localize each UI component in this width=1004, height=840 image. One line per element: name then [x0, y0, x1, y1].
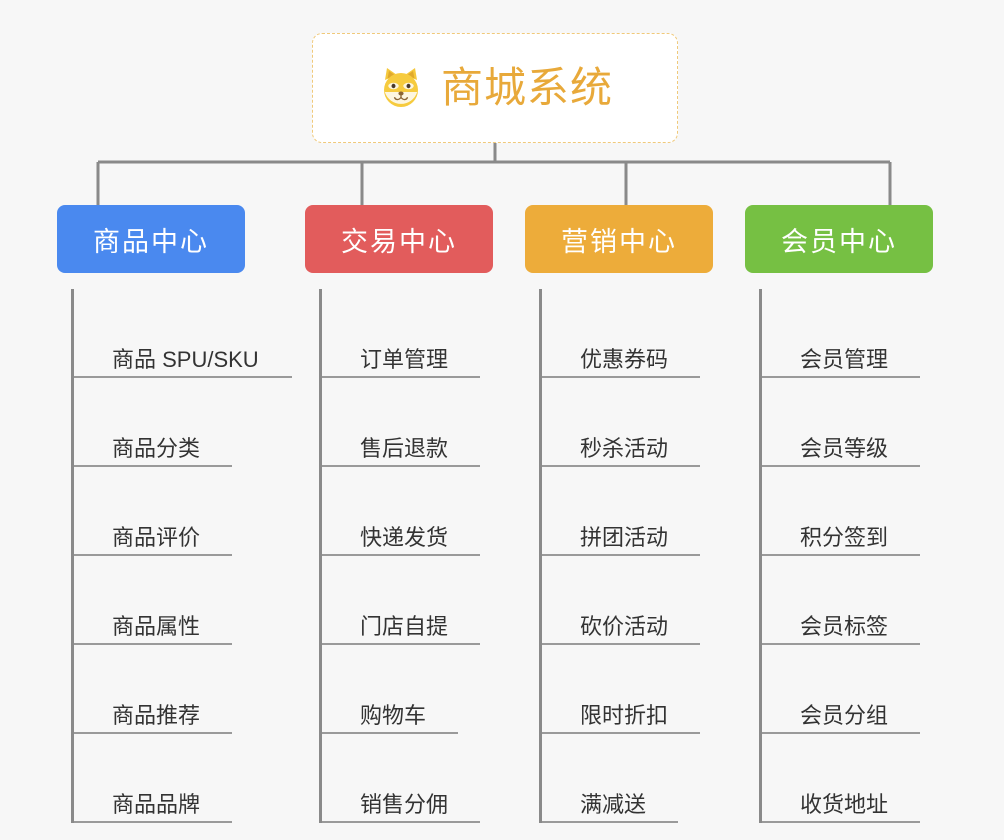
leaf-list-member: 会员管理 会员等级 积分签到 会员标签 会员分组 — [759, 289, 965, 823]
list-item[interactable]: 积分签到 — [762, 467, 965, 556]
list-item[interactable]: 商品推荐 — [74, 645, 277, 734]
category-column-marketing: 营销中心 优惠券码 秒杀活动 拼团活动 砍价活动 — [525, 205, 745, 823]
list-item-label: 购物车 — [360, 702, 427, 728]
list-item-label: 限时折扣 — [580, 702, 669, 728]
leaf-list-trade: 订单管理 售后退款 快递发货 门店自提 购物车 — [319, 289, 525, 823]
list-item[interactable]: 快递发货 — [322, 467, 525, 556]
category-column-member: 会员中心 会员管理 会员等级 积分签到 会员标签 — [745, 205, 965, 823]
list-item[interactable]: 门店自提 — [322, 556, 525, 645]
list-item-label: 拼团活动 — [580, 524, 669, 550]
category-label: 交易中心 — [341, 226, 457, 257]
list-item-label: 订单管理 — [360, 346, 449, 372]
list-item-label: 快递发货 — [360, 524, 449, 550]
list-item-label: 满减送 — [580, 791, 647, 817]
list-item-label: 商品分类 — [112, 435, 201, 461]
category-header-member[interactable]: 会员中心 — [745, 205, 933, 273]
list-item[interactable]: 会员分组 — [762, 645, 965, 734]
list-item[interactable]: 会员管理 — [762, 289, 965, 378]
leaf-list-marketing: 优惠券码 秒杀活动 拼团活动 砍价活动 限时折扣 — [539, 289, 745, 823]
list-item-label: 销售分佣 — [360, 791, 449, 817]
list-item[interactable]: 收货地址 — [762, 734, 965, 823]
list-item-label: 商品属性 — [112, 613, 201, 639]
list-item[interactable]: 限时折扣 — [542, 645, 745, 734]
list-item-label: 会员等级 — [800, 435, 889, 461]
list-item[interactable]: 订单管理 — [322, 289, 525, 378]
root-node-shop-system[interactable]: 商城系统 — [312, 33, 678, 143]
list-item[interactable]: 砍价活动 — [542, 556, 745, 645]
list-item-label: 售后退款 — [360, 435, 449, 461]
list-item-label: 收货地址 — [800, 791, 889, 817]
list-item-label: 商品推荐 — [112, 702, 201, 728]
list-item[interactable]: 会员标签 — [762, 556, 965, 645]
root-title: 商城系统 — [440, 64, 613, 111]
list-item-label: 秒杀活动 — [580, 435, 669, 461]
list-item[interactable]: 会员等级 — [762, 378, 965, 467]
list-item-label: 积分签到 — [800, 524, 889, 550]
list-item-label: 会员分组 — [800, 702, 889, 728]
category-header-product[interactable]: 商品中心 — [57, 205, 245, 273]
category-label: 会员中心 — [781, 226, 897, 257]
list-item[interactable]: 商品 SPU/SKU — [74, 289, 292, 378]
list-item[interactable]: 商品评价 — [74, 467, 277, 556]
category-label: 营销中心 — [561, 226, 677, 257]
category-header-marketing[interactable]: 营销中心 — [525, 205, 713, 273]
list-item[interactable]: 满减送 — [542, 734, 745, 823]
shiba-dog-face-icon — [377, 64, 425, 112]
leaf-list-product: 商品 SPU/SKU 商品分类 商品评价 商品属性 商品推荐 — [71, 289, 292, 823]
category-header-trade[interactable]: 交易中心 — [305, 205, 493, 273]
list-item[interactable]: 销售分佣 — [322, 734, 525, 823]
list-item-label: 会员标签 — [800, 613, 889, 639]
list-item[interactable]: 商品分类 — [74, 378, 277, 467]
list-item-label: 砍价活动 — [580, 613, 669, 639]
list-item-label: 会员管理 — [800, 346, 889, 372]
list-item-label: 门店自提 — [360, 613, 449, 639]
list-item[interactable]: 商品属性 — [74, 556, 277, 645]
list-item[interactable]: 购物车 — [322, 645, 525, 734]
list-item-label: 商品评价 — [112, 524, 201, 550]
list-item[interactable]: 拼团活动 — [542, 467, 745, 556]
category-label: 商品中心 — [93, 226, 209, 257]
category-column-product: 商品中心 商品 SPU/SKU 商品分类 商品评价 商品属性 — [57, 205, 292, 823]
list-item-label: 商品 SPU/SKU — [112, 346, 259, 372]
list-item[interactable]: 优惠券码 — [542, 289, 745, 378]
list-item-label: 商品品牌 — [112, 791, 201, 817]
list-item[interactable]: 售后退款 — [322, 378, 525, 467]
category-column-trade: 交易中心 订单管理 售后退款 快递发货 门店自提 — [305, 205, 525, 823]
list-item-label: 优惠券码 — [580, 346, 669, 372]
list-item[interactable]: 秒杀活动 — [542, 378, 745, 467]
list-item[interactable]: 商品品牌 — [74, 734, 277, 823]
